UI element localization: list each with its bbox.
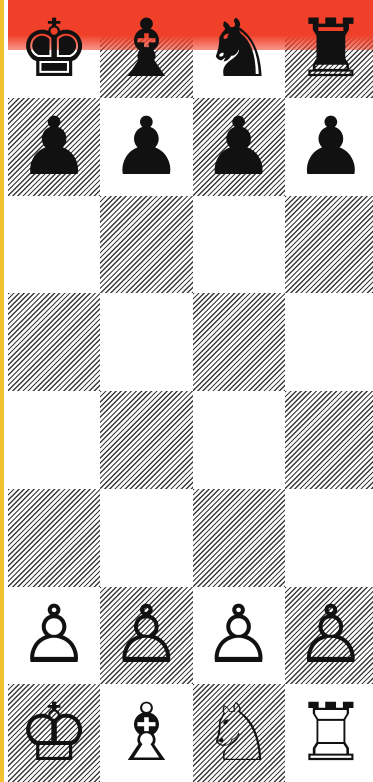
square-b7[interactable]: ♟: [100, 98, 192, 196]
square-c6[interactable]: [193, 196, 285, 294]
white-pawn-icon[interactable]: ♙: [18, 595, 90, 675]
square-d3[interactable]: [285, 489, 373, 587]
black-pawn-icon[interactable]: ♟: [111, 107, 183, 187]
square-c8[interactable]: ♞: [193, 0, 285, 98]
square-b4[interactable]: [100, 391, 192, 489]
black-bishop-icon[interactable]: ♝: [111, 9, 183, 89]
square-b2[interactable]: ♙: [100, 587, 192, 685]
square-c3[interactable]: [193, 489, 285, 587]
square-c4[interactable]: [193, 391, 285, 489]
square-c1[interactable]: ♘: [193, 684, 285, 782]
white-king-icon[interactable]: ♔: [18, 693, 90, 773]
square-d7[interactable]: ♟: [285, 98, 373, 196]
square-c5[interactable]: [193, 293, 285, 391]
square-d2[interactable]: ♙: [285, 587, 373, 685]
black-king-icon[interactable]: ♚: [18, 9, 90, 89]
square-a7[interactable]: ♟: [8, 98, 100, 196]
square-a8[interactable]: ♚: [8, 0, 100, 98]
white-pawn-icon[interactable]: ♙: [295, 595, 367, 675]
square-b5[interactable]: [100, 293, 192, 391]
square-d4[interactable]: [285, 391, 373, 489]
black-pawn-icon[interactable]: ♟: [295, 107, 367, 187]
square-a2[interactable]: ♙: [8, 587, 100, 685]
white-rook-icon[interactable]: ♖: [295, 693, 367, 773]
black-knight-icon[interactable]: ♞: [203, 9, 275, 89]
square-b6[interactable]: [100, 196, 192, 294]
square-d6[interactable]: [285, 196, 373, 294]
square-d1[interactable]: ♖: [285, 684, 373, 782]
black-rook-icon[interactable]: ♜: [295, 9, 367, 89]
square-c2[interactable]: ♙: [193, 587, 285, 685]
square-d8[interactable]: ♜: [285, 0, 373, 98]
square-a5[interactable]: [8, 293, 100, 391]
black-pawn-icon[interactable]: ♟: [203, 107, 275, 187]
square-c7[interactable]: ♟: [193, 98, 285, 196]
square-a4[interactable]: [8, 391, 100, 489]
white-knight-icon[interactable]: ♘: [203, 693, 275, 773]
white-pawn-icon[interactable]: ♙: [203, 595, 275, 675]
black-pawn-icon[interactable]: ♟: [18, 107, 90, 187]
white-bishop-icon[interactable]: ♗: [111, 693, 183, 773]
square-a6[interactable]: [8, 196, 100, 294]
chess-board: ♚♝♞♜♟♟♟♟♙♙♙♙♔♗♘♖: [8, 0, 373, 782]
square-a3[interactable]: [8, 489, 100, 587]
square-a1[interactable]: ♔: [8, 684, 100, 782]
square-d5[interactable]: [285, 293, 373, 391]
square-b8[interactable]: ♝: [100, 0, 192, 98]
square-b3[interactable]: [100, 489, 192, 587]
white-pawn-icon[interactable]: ♙: [111, 595, 183, 675]
square-b1[interactable]: ♗: [100, 684, 192, 782]
